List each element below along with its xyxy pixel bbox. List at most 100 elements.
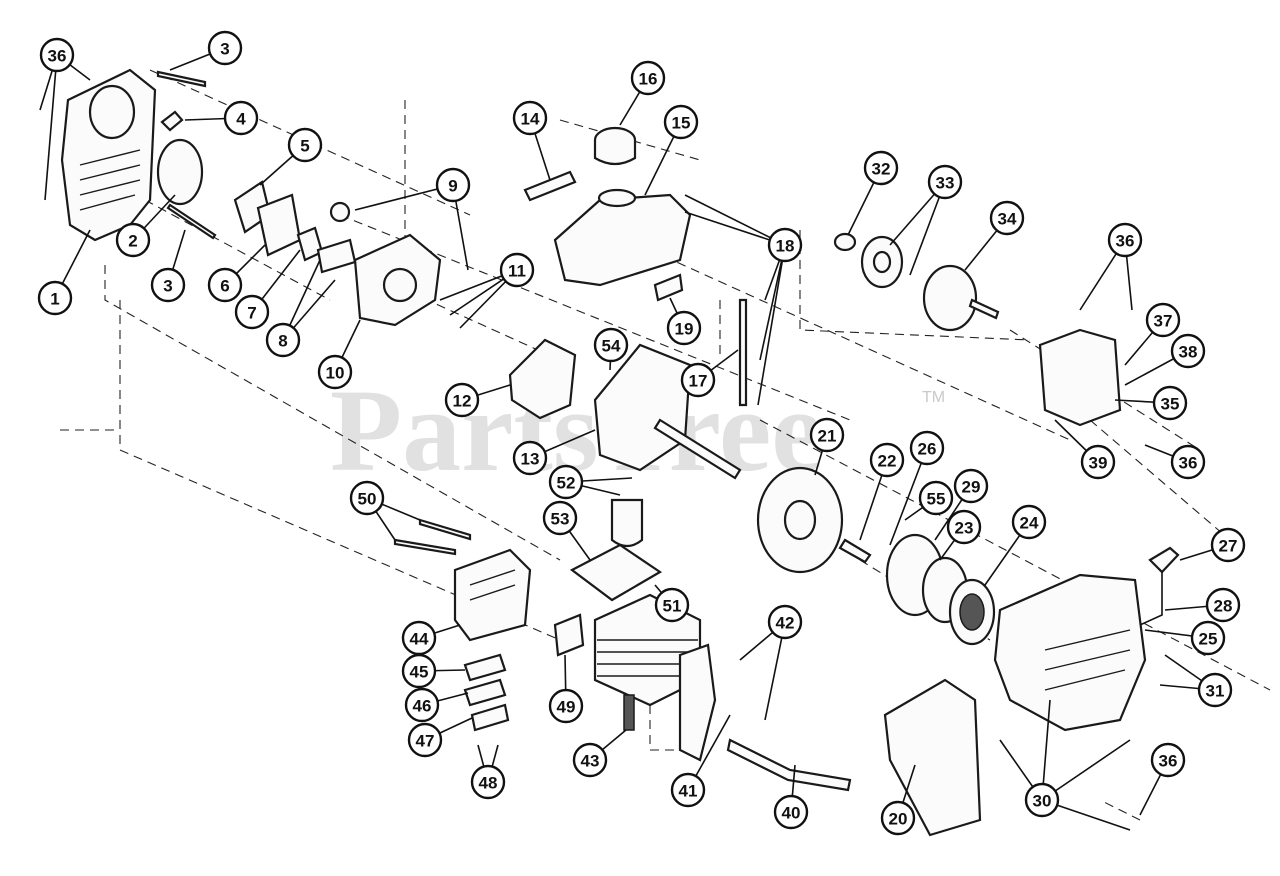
callout-4: 4 [223,100,259,136]
callout-54: 54 [593,327,629,363]
callout-1: 1 [37,280,73,316]
callout-circle [572,742,608,778]
callout-circle [1150,742,1186,778]
callout-number: 15 [672,114,691,133]
callout-circle [1011,504,1047,540]
starter-rope [1139,572,1163,626]
callout-circle [773,794,809,830]
callout-circle [863,150,899,186]
callout-17: 17 [680,362,716,398]
callout-circle [401,653,437,689]
callout-45: 45 [401,653,437,689]
flywheel [756,466,844,574]
callout-8: 8 [265,322,301,358]
plate-47 [470,703,510,732]
callout-number: 9 [448,177,457,196]
callout-3: 3 [150,267,186,303]
callout-circle [444,382,480,418]
callout-number: 23 [955,519,974,538]
callout-39: 39 [1080,444,1116,480]
air-filter-element [156,138,204,206]
callout-number: 10 [326,364,345,383]
callout-number: 2 [128,232,137,251]
callout-circle [207,267,243,303]
clutch-drum [922,264,1000,332]
callout-5: 5 [287,127,323,163]
callout-35: 35 [1152,385,1188,421]
callout-circle [317,354,353,390]
callout-number: 55 [927,490,946,509]
callout-number: 11 [508,262,526,281]
callout-circle [407,722,443,758]
callout-number: 36 [48,47,67,66]
callout-circle [909,430,945,466]
primer-bulb [329,201,351,223]
callout-circle [1107,222,1143,258]
clutch-housing [1038,328,1122,427]
callout-circle [630,60,666,96]
callout-circle [767,604,803,640]
callout-36: 36 [39,37,75,73]
callout-51: 51 [654,587,690,623]
muffler [453,548,532,642]
callout-circle [880,800,916,836]
callout-13: 13 [512,440,548,476]
callout-number: 4 [236,110,246,129]
callout-28: 28 [1205,587,1241,623]
callout-circle [435,167,471,203]
callout-circle [1197,672,1233,708]
bracket-19 [653,273,684,302]
callout-21: 21 [809,417,845,453]
callout-number: 39 [1089,454,1108,473]
callout-29: 29 [953,468,989,504]
callout-circle [512,440,548,476]
callout-number: 1 [50,290,59,309]
callout-number: 44 [410,630,429,649]
callout-50: 50 [349,480,385,516]
clip-4 [160,110,184,132]
callout-circle [654,587,690,623]
screw-3b [166,203,217,240]
callout-47: 47 [407,722,443,758]
callout-23: 23 [946,509,982,545]
callout-circle [349,480,385,516]
callout-40: 40 [773,794,809,830]
callout-number: 6 [220,277,229,296]
callout-46: 46 [404,687,440,723]
callout-circle [115,222,151,258]
callout-55: 55 [918,480,954,516]
ignition-module [678,643,717,762]
callout-34: 34 [989,200,1025,236]
crankcase [593,343,742,480]
fuel-cap [593,126,637,166]
callout-number: 29 [962,478,981,497]
callout-circle [869,442,905,478]
callout-circle [946,509,982,545]
callout-circle [1080,444,1116,480]
callout-19: 19 [666,310,702,346]
callout-number: 21 [818,427,837,446]
callout-circle [1170,444,1206,480]
callout-number: 16 [639,70,658,89]
callout-20: 20 [880,800,916,836]
callout-number: 17 [689,372,708,391]
callout-number: 47 [416,732,435,751]
callout-circle [1024,782,1060,818]
shaft-22 [838,538,872,564]
callout-number: 34 [998,210,1017,229]
stop-switch-wire [726,738,852,792]
callout-number: 20 [889,810,908,829]
callout-number: 25 [1199,630,1218,649]
starter-cup [948,578,996,646]
callout-18: 18 [767,227,803,263]
callout-number: 45 [410,663,429,682]
callout-15: 15 [663,104,699,140]
fuel-line-17 [738,298,748,407]
callout-22: 22 [869,442,905,478]
callout-number: 46 [413,697,432,716]
callout-number: 31 [1206,682,1225,701]
callout-37: 37 [1145,302,1181,338]
callout-number: 38 [1179,343,1198,362]
callout-circle [1205,587,1241,623]
